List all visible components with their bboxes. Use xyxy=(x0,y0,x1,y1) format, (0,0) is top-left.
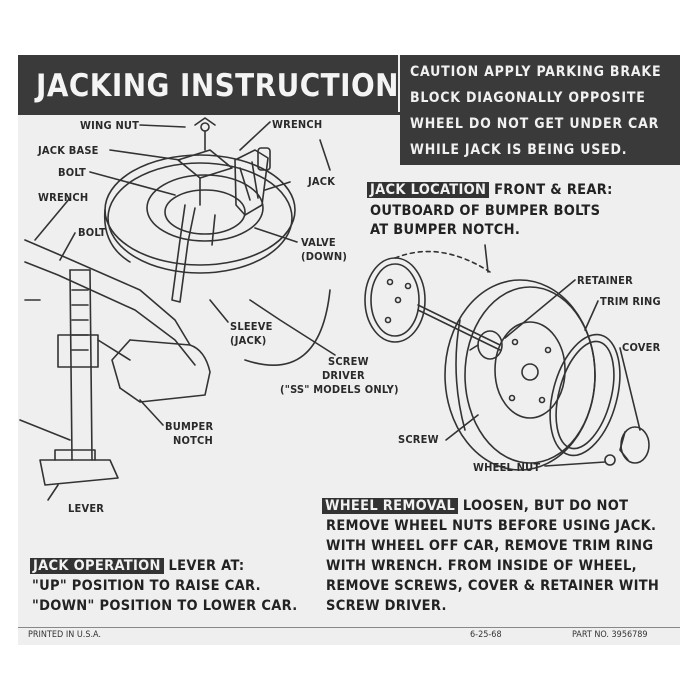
jack-operation-text-1: LEVER AT: xyxy=(168,558,245,574)
label-valve-sub: (DOWN) xyxy=(301,250,348,263)
wrench-shaft-icon xyxy=(171,204,196,303)
label-bolt-top: BOLT xyxy=(58,166,86,179)
label-jack-base: JACK BASE xyxy=(38,144,99,157)
label-wrench-left: WRENCH xyxy=(38,191,89,204)
lever-icon xyxy=(19,419,71,441)
jack-location-tag: JACK LOCATION xyxy=(367,182,490,198)
label-screw: SCREW xyxy=(398,433,439,446)
caution-line-2: BLOCK DIAGONALLY OPPOSITE xyxy=(410,90,646,106)
label-ss-models: ("SS" MODELS ONLY) xyxy=(280,383,399,396)
wing-nut-icon xyxy=(194,117,216,151)
caution-line-1: CAUTION APPLY PARKING BRAKE xyxy=(410,64,662,80)
tire-icon xyxy=(444,279,596,471)
label-bumper: BUMPER xyxy=(165,420,214,433)
footer-date: 6-25-68 xyxy=(470,630,502,640)
label-sleeve: SLEEVE xyxy=(230,320,273,333)
wheel-removal-text-1: LOOSEN, BUT DO NOT xyxy=(462,498,629,514)
spare-tire xyxy=(103,154,296,274)
jack-location-line-1: JACK LOCATION FRONT & REAR: xyxy=(367,182,613,198)
label-bolt-left: BOLT xyxy=(78,226,106,239)
jack-operation-line-1: JACK OPERATION LEVER AT: xyxy=(30,558,244,574)
jack-location-line-2: OUTBOARD OF BUMPER BOLTS xyxy=(370,203,601,219)
header-rule xyxy=(18,112,400,115)
wheel-removal-tag: WHEEL REMOVAL xyxy=(322,498,459,514)
wheel-nut-icon xyxy=(604,454,616,466)
jack-operation-tag: JACK OPERATION xyxy=(30,558,164,574)
title-box: JACKING INSTRUCTIONS xyxy=(18,55,419,112)
label-cover: COVER xyxy=(622,341,661,354)
page-title: JACKING INSTRUCTIONS xyxy=(36,68,420,104)
wheel-removal-line-6: SCREW DRIVER. xyxy=(326,598,447,614)
trim-ring-icon xyxy=(549,333,621,457)
cover-icon xyxy=(619,426,650,464)
jack-base-icon xyxy=(177,149,233,206)
header: JACKING INSTRUCTIONS CAUTION APPLY PARKI… xyxy=(18,55,680,165)
caution-box: CAUTION APPLY PARKING BRAKE BLOCK DIAGON… xyxy=(400,55,680,165)
jack-operation-line-3: "DOWN" POSITION TO LOWER CAR. xyxy=(32,598,298,614)
label-retainer: RETAINER xyxy=(577,274,633,287)
wheel-removal-line-5: REMOVE SCREWS, COVER & RETAINER WITH xyxy=(326,578,660,594)
label-trim-ring: TRIM RING xyxy=(600,295,661,308)
footer-printed: PRINTED IN U.S.A. xyxy=(28,630,101,640)
label-screw-driver-2: DRIVER xyxy=(322,369,365,382)
jack-location-text-1: FRONT & REAR: xyxy=(494,182,613,198)
label-valve: VALVE xyxy=(301,236,336,249)
jack-operation-line-2: "UP" POSITION TO RAISE CAR. xyxy=(32,578,261,594)
wheel-removal-line-4: WITH WRENCH. FROM INSIDE OF WHEEL, xyxy=(326,558,637,574)
label-notch: NOTCH xyxy=(173,434,213,447)
label-lever: LEVER xyxy=(68,502,105,515)
wheel-icon xyxy=(364,257,426,343)
wheel-removal-line-3: WITH WHEEL OFF CAR, REMOVE TRIM RING xyxy=(326,538,654,554)
bumper-icon xyxy=(24,239,211,403)
jack-location-line-3: AT BUMPER NOTCH. xyxy=(370,222,521,238)
caution-line-4: WHILE JACK IS BEING USED. xyxy=(410,142,628,158)
bumper-jack-icon xyxy=(39,269,131,486)
label-sleeve-sub: (JACK) xyxy=(230,334,267,347)
wheel-removal-line-1: WHEEL REMOVAL LOOSEN, BUT DO NOT xyxy=(322,498,628,514)
label-wing-nut: WING NUT xyxy=(80,119,140,132)
footer-part-number: PART NO. 3956789 xyxy=(572,630,648,640)
label-wheel-nut: WHEEL NUT xyxy=(473,461,541,474)
label-jack: JACK xyxy=(308,175,336,188)
label-wrench-top: WRENCH xyxy=(272,118,323,131)
jack-icon xyxy=(234,147,271,216)
label-screw-driver: SCREW xyxy=(328,355,369,368)
retainer-icon xyxy=(469,330,503,360)
wheel-removal-line-2: REMOVE WHEEL NUTS BEFORE USING JACK. xyxy=(326,518,657,534)
footer-rule xyxy=(18,627,680,628)
caution-line-3: WHEEL DO NOT GET UNDER CAR xyxy=(410,116,660,132)
